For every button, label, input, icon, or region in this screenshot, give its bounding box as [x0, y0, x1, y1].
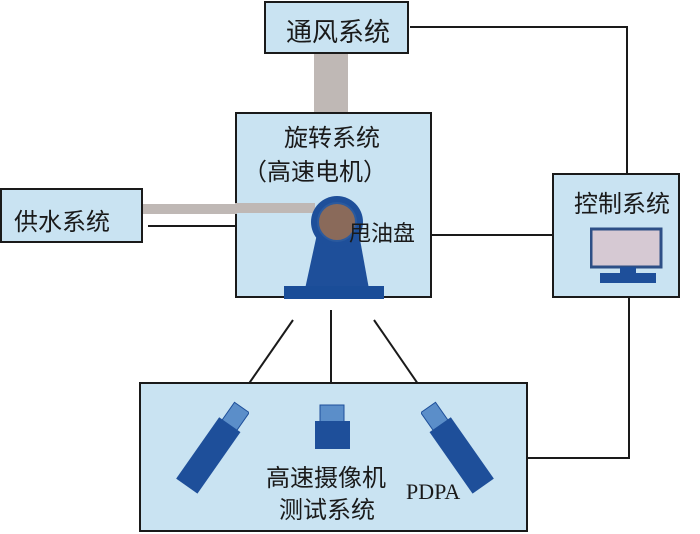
- wire-control-camera: [527, 297, 630, 459]
- motor-icon: [284, 196, 384, 299]
- computer-monitor-icon: [590, 227, 663, 283]
- control-system-box[interactable]: 控制系统: [552, 173, 680, 298]
- oil-disc-label: 甩油盘: [349, 222, 416, 247]
- ventilation-duct: [314, 54, 348, 112]
- wire-ventilation-control: [410, 26, 628, 173]
- water-supply-system-label: 供水系统: [14, 208, 110, 236]
- high-speed-camera-icon: [315, 404, 350, 449]
- camera-test-system-box[interactable]: 高速摄像机 测试系统 PDPA: [139, 382, 528, 532]
- rotation-system-label: 旋转系统: [284, 124, 380, 152]
- control-system-label: 控制系统: [574, 190, 670, 218]
- left-sensor-icon: [176, 401, 249, 494]
- camera-test-system-label: 高速摄像机: [266, 464, 386, 492]
- water-shaft: [235, 203, 315, 213]
- motor-pedestal: [305, 234, 369, 289]
- ventilation-system-box[interactable]: 通风系统: [264, 1, 409, 54]
- water-pipe: [143, 204, 237, 214]
- motor-disc-inner: [317, 202, 357, 242]
- water-supply-system-box[interactable]: 供水系统: [0, 188, 143, 243]
- rotation-system-box[interactable]: 旋转系统 （高速电机） 甩油盘: [235, 112, 432, 299]
- pdpa-sensor-icon: [421, 401, 494, 494]
- pdpa-label: PDPA: [406, 479, 461, 504]
- camera-test-system-sublabel: 测试系统: [279, 496, 375, 524]
- motor-base: [284, 286, 384, 299]
- rotation-system-sublabel: （高速电机）: [243, 158, 387, 186]
- ventilation-system-label: 通风系统: [286, 18, 391, 48]
